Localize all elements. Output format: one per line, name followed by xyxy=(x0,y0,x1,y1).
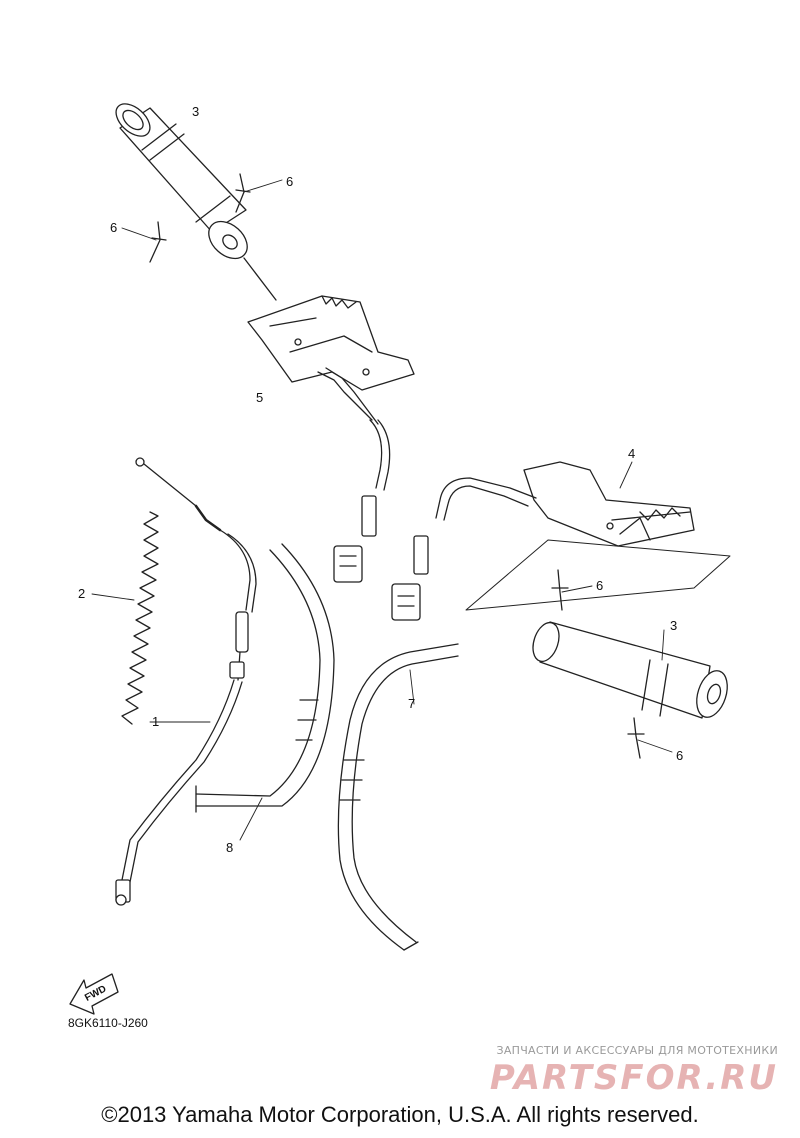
heater-plate-lower xyxy=(391,461,695,621)
heater-wire-upper xyxy=(333,419,391,583)
callout-3-upper: 3 xyxy=(192,104,199,119)
assembly-plane xyxy=(465,539,731,611)
callout-5: 5 xyxy=(256,390,263,405)
rivet-lower-top xyxy=(551,569,593,611)
spring xyxy=(91,511,159,725)
callout-6-upper-right: 6 xyxy=(286,174,293,189)
callout-8: 8 xyxy=(226,840,233,855)
fwd-arrow xyxy=(69,973,119,1015)
watermark-tagline: ЗАПЧАСТИ И АКСЕССУАРЫ ДЛЯ МОТОТЕХНИКИ xyxy=(496,1044,778,1057)
callout-4: 4 xyxy=(628,446,635,461)
callout-7: 7 xyxy=(408,696,415,711)
hose-8 xyxy=(195,543,335,841)
grip-lower xyxy=(532,621,728,719)
watermark-logo: PARTSFOR.RU xyxy=(489,1058,778,1098)
copyright-notice: ©2013 Yamaha Motor Corporation, U.S.A. A… xyxy=(101,1102,699,1127)
diagram-code: 8GK6110-J260 xyxy=(68,1016,148,1030)
callout-1: 1 xyxy=(152,714,159,729)
callout-6-lower-bottom: 6 xyxy=(676,748,683,763)
callout-3-lower: 3 xyxy=(670,618,677,633)
callout-6-lower-top: 6 xyxy=(596,578,603,593)
callout-2: 2 xyxy=(78,586,85,601)
rivet-lower-bottom xyxy=(627,717,673,759)
callout-6-upper-left: 6 xyxy=(110,220,117,235)
throttle-cable xyxy=(115,457,257,906)
rivet-upper-right xyxy=(235,173,283,213)
grip-upper xyxy=(115,103,277,301)
heater-plate-upper xyxy=(247,295,415,425)
rivet-upper-left xyxy=(121,221,167,263)
hose-7 xyxy=(337,643,459,951)
